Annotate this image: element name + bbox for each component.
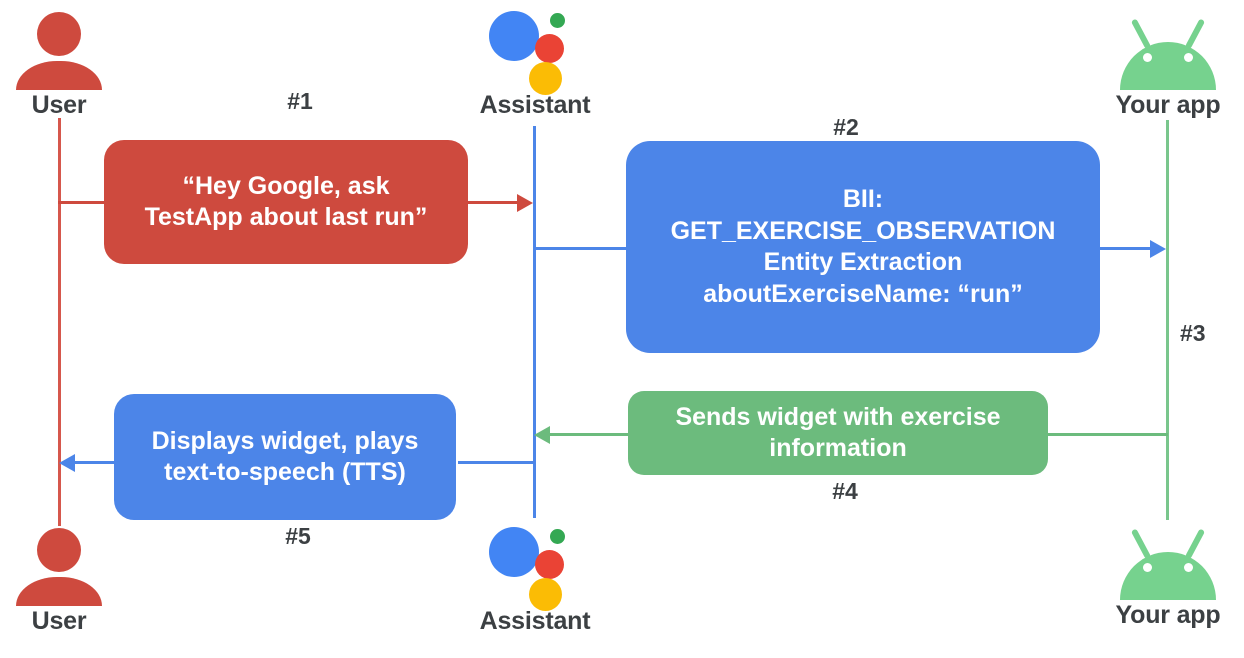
arrowhead-user-to-assistant (517, 194, 533, 212)
android-icon-antenna-left (1130, 528, 1152, 560)
actor-label-assistant-bottom: Assistant (479, 607, 591, 635)
message-box-2[interactable]: BII: GET_EXERCISE_OBSERVATION Entity Ext… (626, 141, 1100, 353)
actor-label-your-app-bottom: Your app (1115, 601, 1221, 629)
actor-label-assistant-top: Assistant (479, 91, 591, 119)
message-box-2-line-1: BII: (842, 185, 884, 213)
android-icon-eye-left (1143, 563, 1152, 572)
assistant-icon-red-dot (535, 34, 564, 63)
actor-your-app-top: Your app (1088, 14, 1244, 118)
android-icon-head (1120, 42, 1216, 90)
message-box-2-line-4: aboutExerciseName: “run” (703, 279, 1023, 308)
message-box-4-line-1: Sends widget with exercise (675, 402, 1001, 431)
actor-label-your-app-top: Your app (1115, 91, 1221, 119)
android-icon-head (1120, 552, 1216, 600)
lifeline-user (58, 118, 61, 526)
message-box-1[interactable]: “Hey Google, ask TestApp about last run” (104, 140, 468, 264)
connector-your-app-to-box4 (1046, 433, 1168, 436)
message-box-4[interactable]: Sends widget with exercise information (628, 391, 1048, 475)
connector-box2-to-your-app (1098, 247, 1152, 250)
message-box-4-text: Sends widget with exercise information (675, 402, 1000, 465)
user-icon-head (37, 528, 81, 572)
google-assistant-icon (489, 8, 581, 95)
actor-label-user-top: User (31, 91, 87, 119)
message-box-4-line-2: information (769, 434, 907, 462)
message-box-5[interactable]: Displays widget, plays text-to-speech (T… (114, 394, 456, 520)
connector-box5-to-user (74, 461, 120, 464)
android-icon-antenna-right (1184, 18, 1206, 50)
connector-box4-to-assistant (549, 433, 631, 436)
actor-label-user-bottom: User (31, 607, 87, 635)
message-box-1-line-2: TestApp about last run” (144, 203, 428, 231)
assistant-icon-yellow-dot (529, 62, 562, 95)
assistant-icon-red-dot (535, 550, 564, 579)
android-robot-icon (1116, 14, 1220, 90)
assistant-icon-green-dot (550, 529, 565, 544)
android-icon-antenna-left (1130, 18, 1152, 50)
android-icon-eye-right (1184, 563, 1193, 572)
user-icon-body (16, 61, 102, 90)
user-icon-body (16, 577, 102, 606)
step-number-5: #5 (285, 523, 311, 549)
connector-assistant-to-box5 (458, 461, 536, 464)
message-box-5-line-2: text-to-speech (TTS) (164, 458, 406, 486)
assistant-icon-yellow-dot (529, 578, 562, 611)
android-robot-icon (1116, 524, 1220, 600)
assistant-icon-blue-dot (489, 527, 539, 577)
message-box-5-line-1: Displays widget, plays (151, 426, 419, 455)
message-box-2-text: BII: GET_EXERCISE_OBSERVATION Entity Ext… (671, 184, 1056, 310)
assistant-icon-blue-dot (489, 11, 539, 61)
arrowhead-assistant-to-user (59, 454, 75, 472)
user-icon (16, 12, 102, 90)
message-box-5-text: Displays widget, plays text-to-speech (T… (152, 426, 419, 489)
step-number-1: #1 (287, 88, 313, 114)
step-number-4: #4 (832, 478, 858, 504)
message-box-1-text: “Hey Google, ask TestApp about last run” (145, 171, 428, 234)
android-icon-antenna-right (1184, 528, 1206, 560)
user-icon (16, 528, 102, 606)
arrowhead-your-app-to-assistant (534, 426, 550, 444)
connector-assistant-to-box2 (533, 247, 629, 250)
android-icon-eye-right (1184, 53, 1193, 62)
message-box-1-line-1: “Hey Google, ask (182, 171, 390, 200)
actor-your-app-bottom: Your app (1088, 524, 1244, 628)
arrowhead-assistant-to-your-app (1150, 240, 1166, 258)
actor-assistant-top: Assistant (455, 8, 615, 118)
android-icon-eye-left (1143, 53, 1152, 62)
user-icon-head (37, 12, 81, 56)
lifeline-assistant (533, 126, 536, 518)
actor-user-top: User (0, 12, 139, 118)
actor-user-bottom: User (0, 528, 139, 634)
message-box-2-line-3: Entity Extraction (763, 248, 963, 276)
assistant-icon-green-dot (550, 13, 565, 28)
actor-assistant-bottom: Assistant (455, 524, 615, 634)
google-assistant-icon (489, 524, 581, 611)
lifeline-your-app (1166, 120, 1169, 520)
step-number-3: #3 (1180, 320, 1206, 346)
step-number-2: #2 (833, 114, 859, 140)
message-box-2-line-2: GET_EXERCISE_OBSERVATION (670, 216, 1056, 245)
